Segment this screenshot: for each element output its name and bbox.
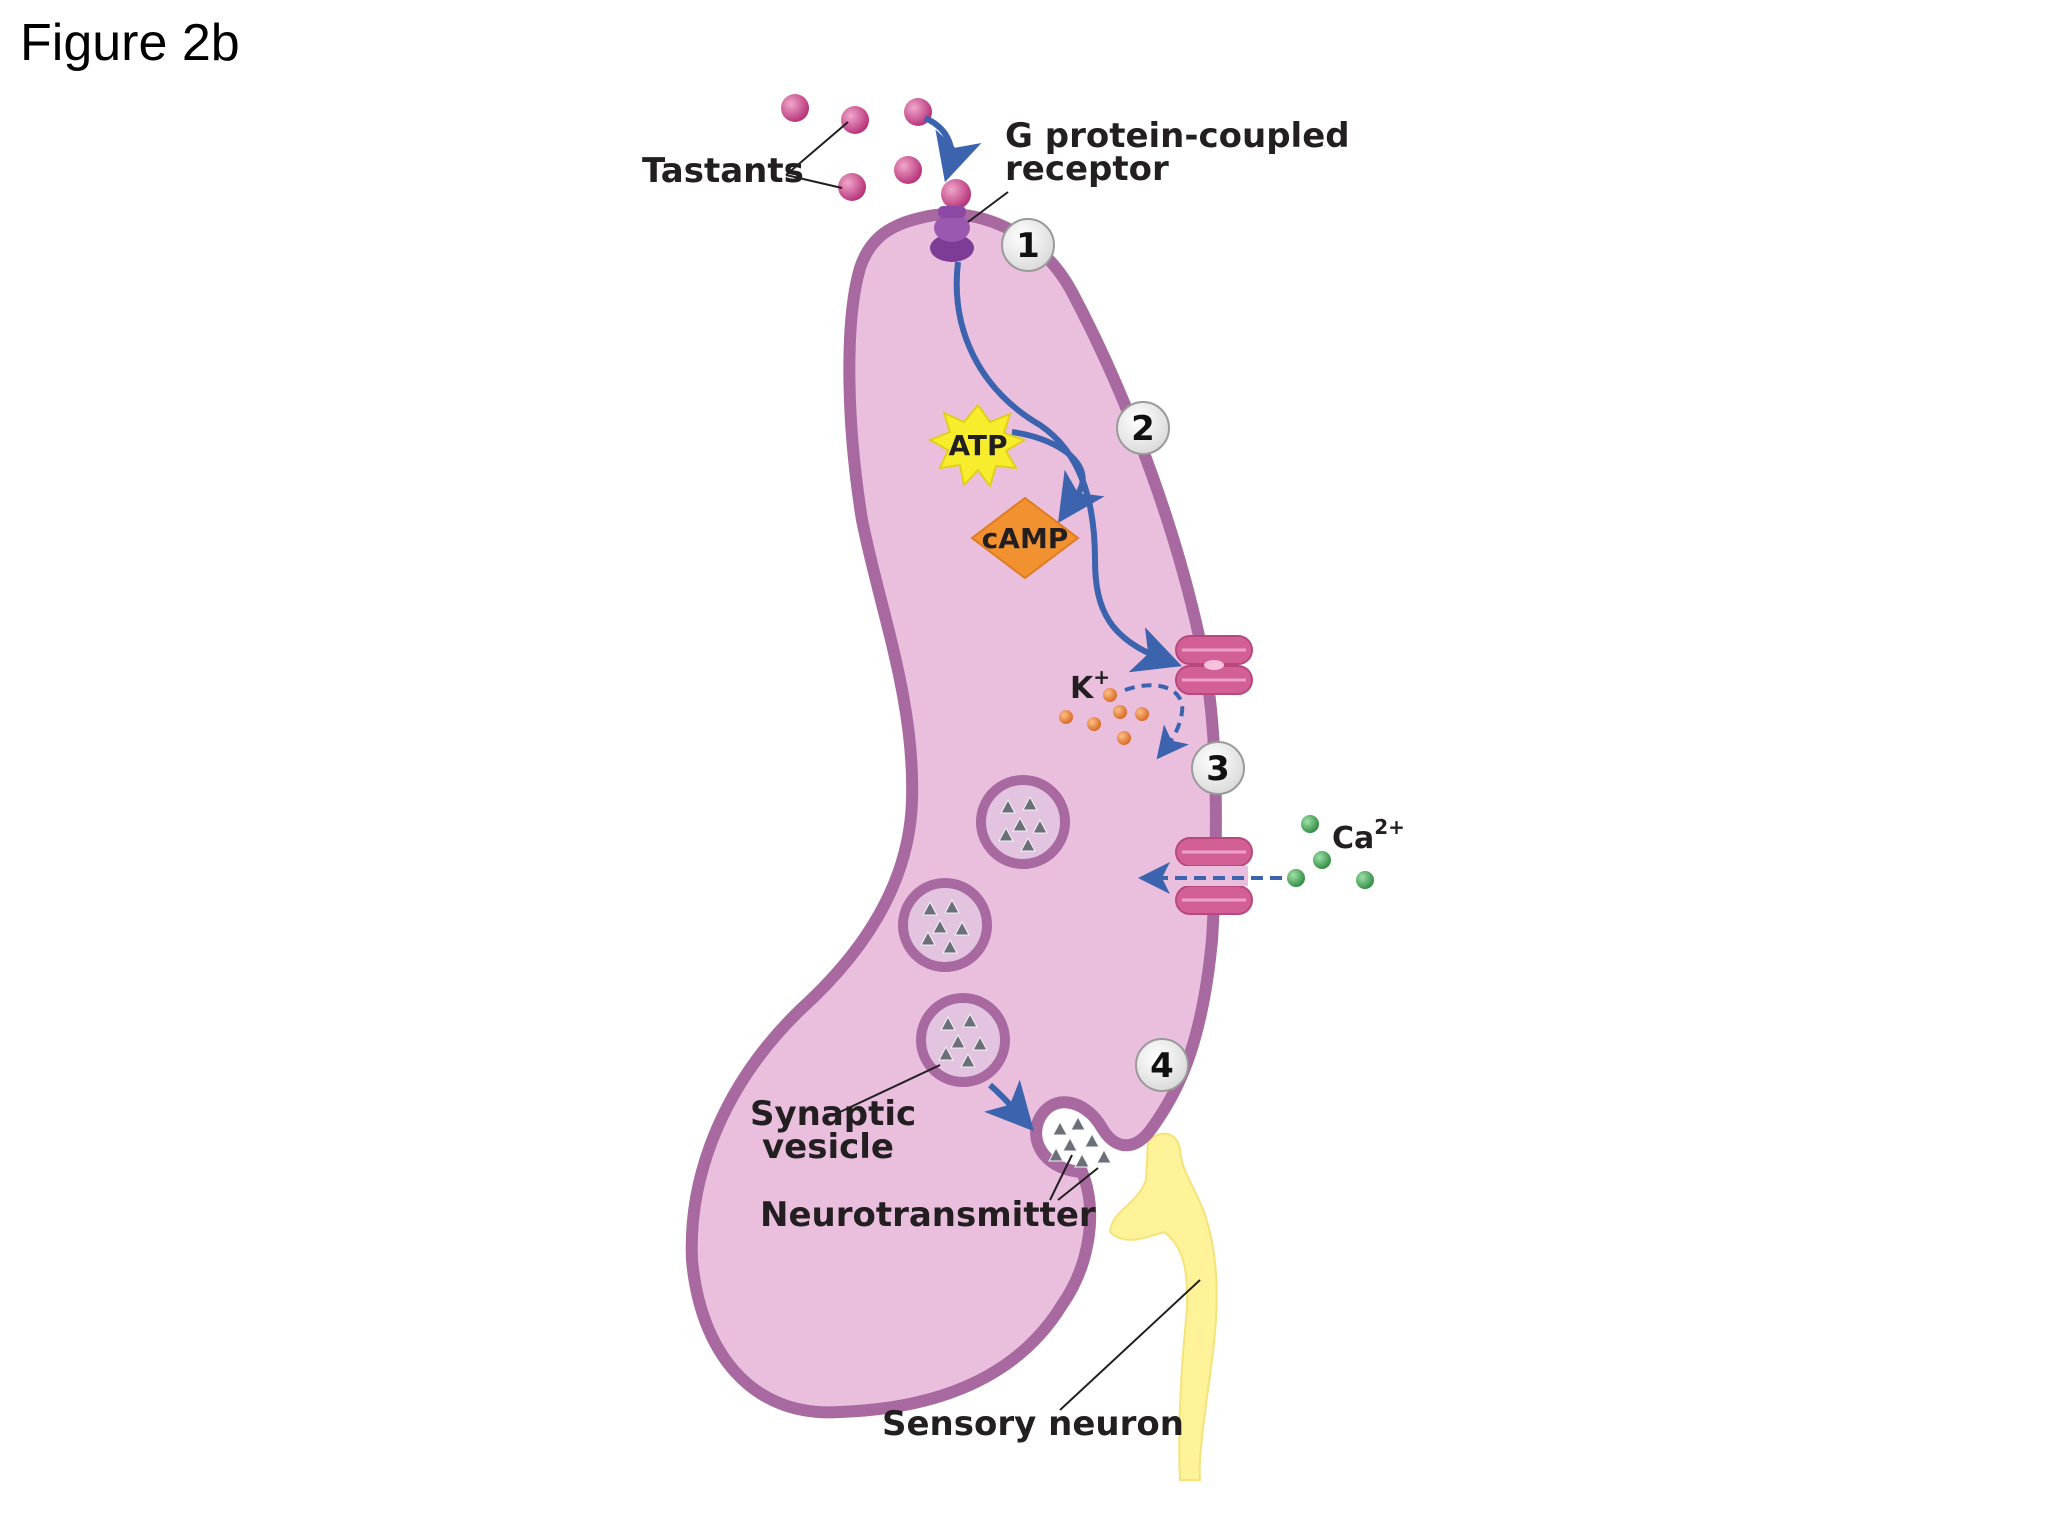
synaptic-vesicle-label-line1: Synaptic	[750, 1094, 916, 1134]
atp-to-camp-arrow	[1011, 429, 1105, 523]
camp-molecule: cAMP	[970, 496, 1080, 580]
tastant-molecule	[781, 94, 809, 122]
neurotransmitter-label: Neurotransmitter	[760, 1195, 1096, 1235]
neurotransmitter-leader-line	[1049, 1154, 1073, 1201]
potassium-flow-arrow	[1124, 683, 1189, 760]
tastant-molecule	[841, 106, 869, 134]
step-number: 3	[1206, 749, 1230, 789]
synaptic-vesicle-label-line2: vesicle	[762, 1127, 894, 1167]
potassium-ions	[1059, 688, 1149, 745]
synaptic-vesicle	[916, 993, 1010, 1087]
potassium-channel	[1175, 635, 1253, 695]
potassium-label: K+	[1070, 665, 1110, 706]
step-marker-1: 1	[1001, 218, 1055, 272]
potassium-ion	[1117, 731, 1131, 745]
sensory-neuron-label: Sensory neuron	[882, 1404, 1184, 1444]
tastant-molecules	[781, 94, 932, 201]
camp-label: cAMP	[982, 522, 1069, 555]
calcium-label: Ca2+	[1332, 815, 1405, 856]
calcium-ion	[1301, 815, 1319, 833]
figure-title: Figure 2b	[20, 14, 240, 72]
calcium-ion	[1313, 851, 1331, 869]
neurotransmitter-leader-line	[1057, 1167, 1099, 1201]
step-marker-3: 3	[1191, 741, 1245, 795]
calcium-ions	[1287, 815, 1374, 889]
calcium-ion	[1356, 871, 1374, 889]
tastants-label: Tastants	[642, 151, 804, 191]
synaptic-vesicle-leader-line	[839, 1064, 941, 1113]
g-protein-coupled-receptor	[930, 179, 974, 262]
step-marker-2: 2	[1116, 401, 1170, 455]
tastants-leader-line	[785, 121, 849, 176]
binding-arrow	[923, 115, 982, 183]
potassium-ion	[1113, 705, 1127, 719]
tastants-leader-line	[785, 174, 843, 189]
potassium-ion	[1103, 688, 1117, 702]
receptor-label-line1: G protein-coupled	[1005, 116, 1350, 156]
receptor-label-line2: receptor	[1005, 149, 1169, 189]
tastant-molecule	[894, 156, 922, 184]
step-marker-4: 4	[1135, 1038, 1189, 1092]
atp-molecule: ATP	[927, 403, 1027, 489]
step-number: 2	[1131, 409, 1155, 449]
tastant-molecule	[838, 173, 866, 201]
potassium-ion	[1059, 710, 1073, 724]
step-number: 1	[1016, 226, 1040, 266]
atp-label: ATP	[948, 429, 1007, 462]
potassium-ion	[1087, 717, 1101, 731]
step-number: 4	[1150, 1046, 1174, 1086]
sensory-neuron	[1108, 1132, 1218, 1481]
synaptic-vesicle	[898, 878, 992, 972]
receptor-leader-line	[967, 191, 1009, 223]
synaptic-vesicle	[976, 775, 1070, 869]
sensory-neuron-leader-line	[1059, 1279, 1201, 1411]
calcium-ion	[1287, 869, 1305, 887]
vesicle-release-arrow	[984, 1079, 1035, 1132]
potassium-ion	[1135, 707, 1149, 721]
